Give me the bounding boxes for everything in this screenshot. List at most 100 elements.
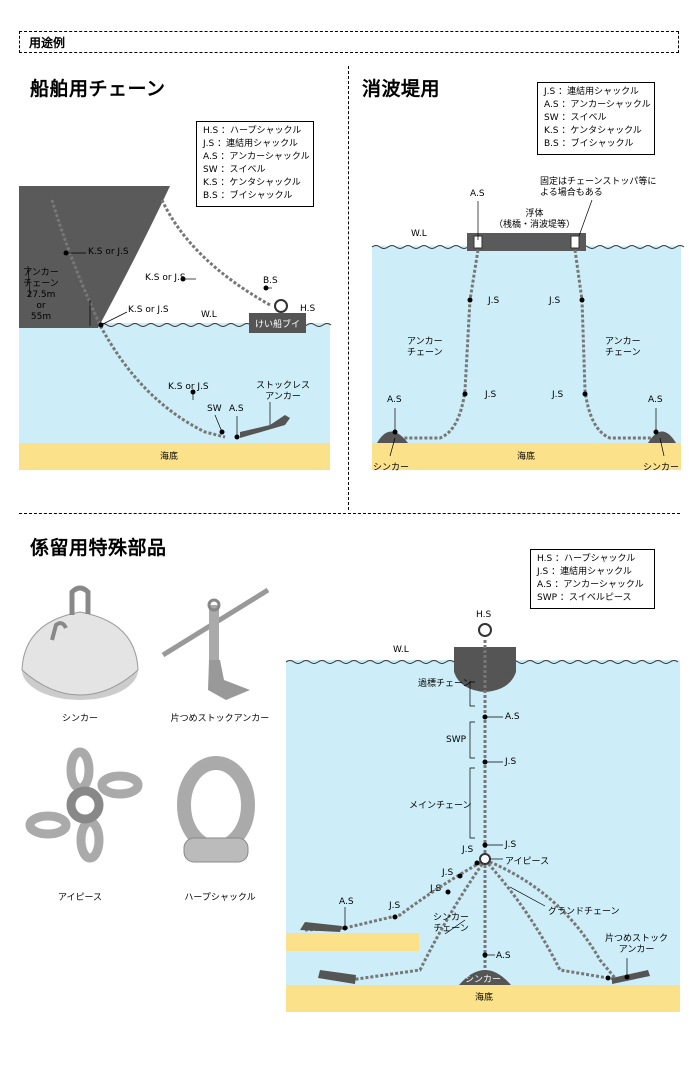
seabed	[19, 443, 330, 470]
legend-item: K.S ：ケンタシャックル	[544, 126, 642, 136]
anchor-chain	[50, 199, 226, 439]
label-note: 固定はチェーンストッパ等に よる場合もある	[540, 177, 657, 198]
anchor-right	[612, 970, 650, 984]
anchor-chain-right	[573, 249, 658, 440]
label-seabed: 海底	[475, 993, 494, 1003]
label-sinker: シンカー	[643, 463, 680, 473]
label-wl: W.L	[411, 229, 427, 239]
seabed	[372, 443, 681, 470]
label-sw: SW	[207, 404, 222, 414]
harp-shackle-part-image	[177, 756, 255, 863]
legend-item: J.S ：連結用シャックル	[537, 567, 632, 577]
caption-sinker: シンカー	[61, 714, 98, 724]
water	[286, 660, 680, 985]
eye-piece-part-image	[25, 747, 143, 863]
legend-item: B.S ：ブイシャックル	[544, 139, 634, 149]
sinker-part-image	[21, 585, 139, 700]
ground-chain-right-2	[484, 858, 617, 979]
legend-item: H.S ：ハープシャックル	[537, 554, 636, 564]
label-seabed: 海底	[517, 452, 536, 462]
legend-item: B.S ：ブイシャックル	[203, 191, 293, 201]
label-main-chain: メインチェーン	[409, 801, 472, 811]
section3-legend: H.S ：ハープシャックル J.S ：連結用シャックル A.S ：アンカーシャッ…	[530, 549, 655, 609]
label-ground-chain: グランドチェーン	[548, 907, 620, 917]
harp-shackle	[274, 299, 288, 313]
label-buoy: けい船ブイ	[255, 320, 301, 330]
caption-eye-piece: アイピース	[57, 893, 103, 903]
label-eye-piece: アイピース	[505, 857, 550, 867]
legend-item: J.S ：連結用シャックル	[544, 87, 639, 97]
label-as: A.S	[648, 395, 663, 405]
label-stock-anchor: 片つめストック アンカー	[605, 934, 669, 955]
label-seabed: 海底	[160, 452, 179, 462]
section2-legend: J.S ：連結用シャックル A.S ：アンカーシャックル SW ：スイベル K.…	[537, 82, 655, 155]
label-js: J.S	[462, 845, 474, 855]
label-js: J.S	[442, 868, 454, 878]
section1-title: 船舶用チェーン	[30, 78, 166, 100]
sinker-left	[377, 431, 408, 443]
harp-shackle	[478, 623, 492, 637]
label-as: A.S	[470, 189, 485, 199]
label-hs: H.S	[476, 610, 492, 620]
label-sinker-chain: シンカー チェーン	[433, 913, 470, 934]
stock-anchor-part-image	[161, 587, 270, 700]
label-js: J.S	[552, 390, 564, 400]
label-js: J.S	[549, 296, 561, 306]
label-js: J.S	[505, 840, 517, 850]
seabed	[286, 985, 680, 1012]
section3-title: 係留用特殊部品	[30, 537, 167, 559]
mooring-buoy	[249, 313, 306, 333]
label-sinker: シンカー	[373, 463, 410, 473]
anchor-left	[318, 970, 356, 984]
label-bs: B.S	[263, 276, 278, 286]
label-js: J.S	[430, 884, 442, 894]
section1-legend: H.S ：ハープシャックル J.S ：連結用シャックル A.S ：アンカーシャッ…	[196, 121, 314, 207]
label-float: 浮体 （桟橋・消波堤等）	[494, 209, 576, 230]
label-ks-js: K.S or J.S	[128, 305, 169, 315]
label-as: A.S	[496, 951, 511, 961]
mooring-chain	[160, 199, 271, 307]
label-as: A.S	[505, 712, 520, 722]
vertical-divider	[348, 66, 349, 510]
label-js: J.S	[485, 390, 497, 400]
legend-item: H.S ：ハープシャックル	[203, 126, 302, 136]
label-tsugi-chain: 過標チェーン	[418, 679, 472, 689]
caption-harp-shackle: ハープシャックル	[184, 893, 256, 903]
label-as: A.S	[339, 897, 354, 907]
label-anchor-chain: アンカー チェーン 27.5m or 55m	[23, 268, 59, 322]
label-js: J.S	[389, 901, 401, 911]
label-ks-js: K.S or J.S	[168, 382, 209, 392]
label-js: J.S	[488, 296, 500, 306]
sinker-right	[648, 431, 676, 443]
ground-chain-left-2	[349, 859, 487, 982]
legend-item: SW ：スイベル	[544, 113, 607, 123]
label-as: A.S	[229, 404, 244, 414]
section2-title: 消波堤用	[362, 78, 441, 100]
label-ks-js: K.S or J.S	[88, 247, 129, 257]
water	[372, 246, 681, 443]
floating-structure	[467, 233, 586, 251]
caption-stock-anchor: 片つめストックアンカー	[170, 714, 270, 724]
legend-item: J.S ：連結用シャックル	[203, 139, 298, 149]
seabed-ledge	[286, 933, 419, 951]
eye-piece	[479, 853, 491, 865]
legend-item: A.S ：アンカーシャックル	[544, 100, 651, 110]
sinker	[459, 970, 511, 985]
header-title: 用途例	[29, 36, 66, 50]
anchor-left-top	[300, 922, 342, 932]
legend-item: A.S ：アンカーシャックル	[203, 152, 310, 162]
ground-chain-right	[483, 858, 621, 982]
label-js: J.S	[505, 757, 517, 767]
label-wl: W.L	[393, 645, 409, 655]
label-wl: W.L	[201, 310, 217, 320]
legend-item: SWP ：スイベルピース	[537, 593, 632, 603]
label-swp: SWP	[446, 735, 467, 745]
label-stockless-anchor: ストックレス アンカー	[256, 381, 311, 402]
label-hs: H.S	[300, 304, 316, 314]
legend-item: K.S ：ケンタシャックル	[203, 178, 301, 188]
horizontal-divider	[19, 513, 680, 514]
legend-item: SW ：スイベル	[203, 165, 266, 175]
